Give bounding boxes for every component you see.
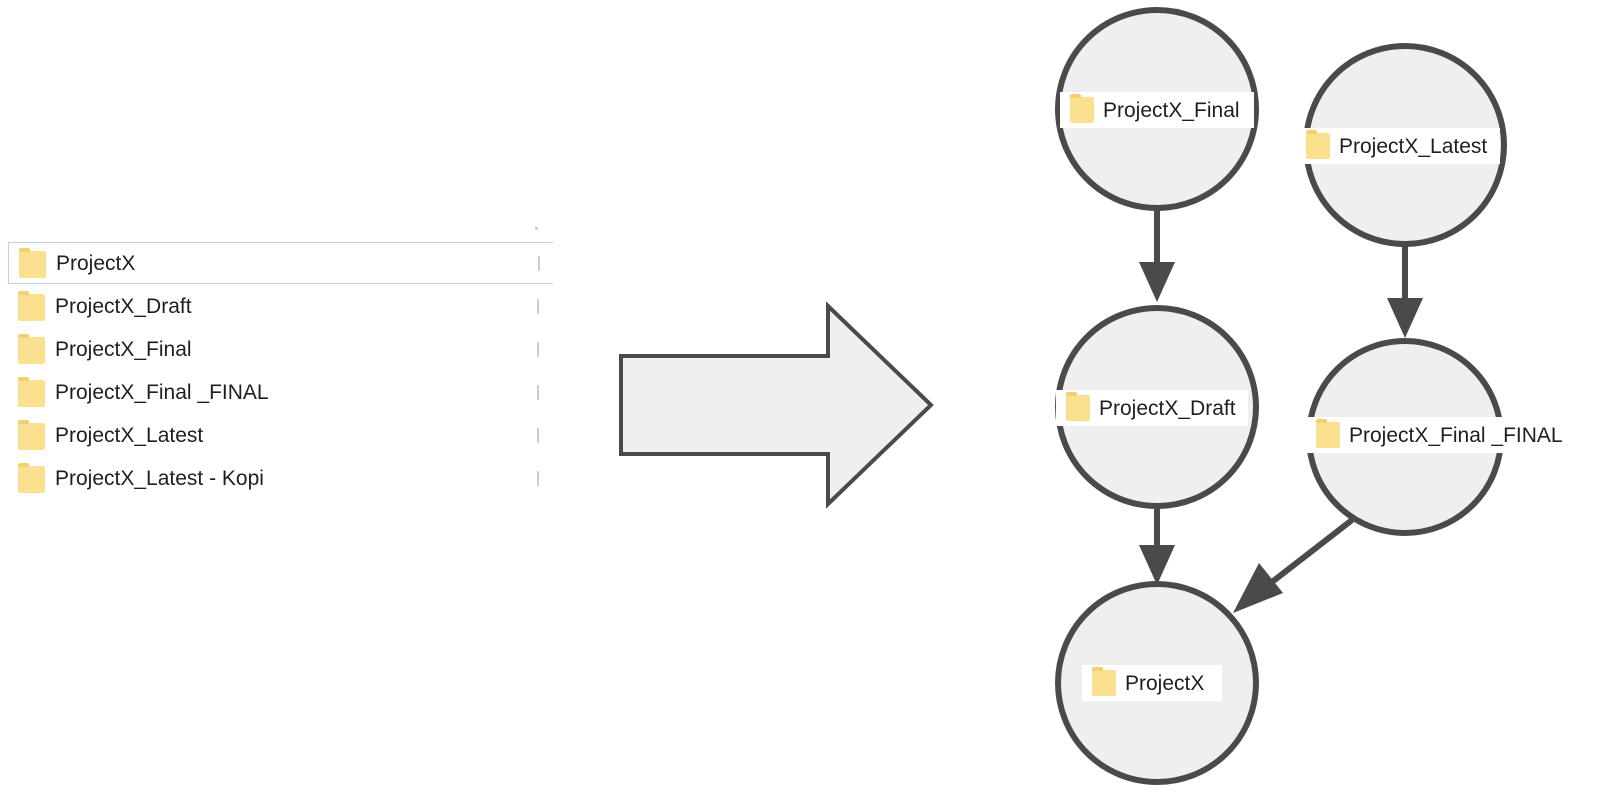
row-mark <box>538 256 540 271</box>
edge-latest-to-final-final <box>1387 244 1423 338</box>
file-row-projectx[interactable]: ProjectX <box>8 242 553 284</box>
node-label-text: ProjectX_Final _FINAL <box>1349 424 1563 447</box>
folder-icon <box>19 248 46 278</box>
folder-icon <box>18 334 45 364</box>
file-row-projectx-final-final[interactable]: ProjectX_Final _FINAL <box>8 372 553 414</box>
file-name: ProjectX <box>56 252 136 275</box>
file-row-projectx-draft[interactable]: ProjectX_Draft <box>8 286 553 328</box>
row-mark <box>537 428 539 443</box>
row-mark <box>537 299 539 314</box>
folder-icon <box>1092 667 1116 696</box>
folder-icon <box>18 420 45 450</box>
node-label-text: ProjectX_Final <box>1103 99 1240 122</box>
folder-icon <box>18 463 45 493</box>
row-mark <box>537 342 539 357</box>
folder-icon <box>1066 392 1090 421</box>
node-label-projectx-final: ProjectX_Final <box>1060 92 1254 128</box>
row-mark <box>537 471 539 486</box>
node-label-projectx-final-final: ProjectX_Final _FINAL <box>1306 417 1564 453</box>
folder-icon <box>18 291 45 321</box>
file-name: ProjectX_Latest - Kopi <box>55 467 264 490</box>
node-label-text: ProjectX_Latest <box>1339 135 1488 158</box>
file-row-projectx-latest-kopi[interactable]: ProjectX_Latest - Kopi <box>8 458 553 500</box>
node-label-text: ProjectX <box>1125 672 1205 695</box>
transform-arrow <box>619 301 934 509</box>
node-label-projectx-draft: ProjectX_Draft <box>1056 390 1248 426</box>
file-name: ProjectX_Latest <box>55 424 204 447</box>
file-list: ProjectX ProjectX_Draft ProjectX_Final P… <box>8 242 553 502</box>
list-header-mark <box>535 227 538 230</box>
folder-icon <box>1070 94 1094 123</box>
file-row-projectx-latest[interactable]: ProjectX_Latest <box>8 415 553 457</box>
edge-draft-to-root <box>1139 505 1175 585</box>
file-name: ProjectX_Draft <box>55 295 192 318</box>
node-label-projectx-root: ProjectX <box>1082 665 1222 701</box>
folder-icon <box>1306 130 1330 159</box>
row-mark <box>537 385 539 400</box>
edge-final-to-draft <box>1139 208 1175 302</box>
file-name: ProjectX_Final <box>55 338 192 361</box>
edge-final-final-to-root <box>1233 517 1354 613</box>
folder-icon <box>18 377 45 407</box>
node-label-text: ProjectX_Draft <box>1099 397 1236 420</box>
node-label-projectx-latest: ProjectX_Latest <box>1296 128 1500 164</box>
folder-icon <box>1316 419 1340 448</box>
file-row-projectx-final[interactable]: ProjectX_Final <box>8 329 553 371</box>
file-name: ProjectX_Final _FINAL <box>55 381 269 404</box>
